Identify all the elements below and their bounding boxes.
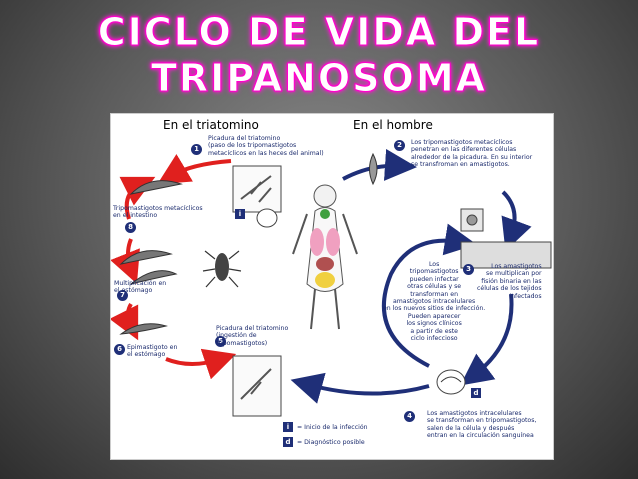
step-3-badge: 3 xyxy=(463,264,474,275)
arrow-1-to-8 xyxy=(157,154,232,185)
parasite-top-right xyxy=(369,152,378,186)
step-1-text: Picadura del triatomino (paso de los tri… xyxy=(208,135,324,157)
triatomine-bug-illustration xyxy=(202,250,242,288)
page-title-line-2: TRIPANOSOMA xyxy=(150,56,488,101)
reinfection-text: Los tripomastigotos pueden infectar otra… xyxy=(383,261,486,343)
infection-start-marker: i xyxy=(235,209,245,219)
step-7-badge: 7 xyxy=(117,290,128,301)
step-7-text: Multiplicación en el estómago xyxy=(114,280,167,295)
metacyclic-left xyxy=(119,250,178,285)
diagnostic-marker: d xyxy=(471,388,481,398)
step-5-text: Picadura del triatomino (ingestión de tr… xyxy=(216,325,289,347)
arrow-8-to-7 xyxy=(111,238,140,284)
page-title-line-1: CICLO DE VIDA DEL xyxy=(97,10,541,55)
trypomastigote-left xyxy=(129,180,183,195)
step-4-badge: 4 xyxy=(404,411,415,422)
header-human: En el hombre xyxy=(353,118,433,132)
legend-diagnostic-text: = Diagnóstico posible xyxy=(297,439,365,446)
step-5-badge: 5 xyxy=(215,336,226,347)
arrow-4-to-3-loop xyxy=(382,223,477,368)
step-1-badge: 1 xyxy=(191,144,202,155)
step-8-badge: 8 xyxy=(125,222,136,233)
arrow-5-to-8 xyxy=(119,176,156,220)
arrow-7-to-6 xyxy=(111,302,139,341)
life-cycle-diagram: En el triatomino En el hombre 1 Picadura… xyxy=(110,113,554,460)
arrow-6-to-5 xyxy=(165,348,237,380)
arrow-4-to-5 xyxy=(290,372,430,404)
step-2-text: Los tripomastigotos metacíclicos penetra… xyxy=(411,139,533,169)
legend-infection-text: = Inicio de la infección xyxy=(297,424,368,431)
step-4-text: Los amastigotos intracelulares se transf… xyxy=(427,410,537,440)
step-2-badge: 2 xyxy=(394,140,405,151)
amastigote-cell xyxy=(460,208,484,232)
infected-tissue xyxy=(460,241,552,269)
human-body-illustration xyxy=(292,184,358,330)
legend-infection-icon: i xyxy=(283,422,293,432)
header-triatomine: En el triatomino xyxy=(163,118,259,132)
legend-diagnostic-icon: d xyxy=(283,437,293,447)
step-3-text: Los amastigotos se multiplican por fisió… xyxy=(477,263,542,300)
bug-biting-image-top xyxy=(232,165,282,213)
arrow-2-to-3 xyxy=(501,190,532,252)
infection-site-image xyxy=(256,208,278,228)
step-8-text: Tripomastigotos metacíclicos en el intes… xyxy=(113,205,203,220)
step-6-badge: 6 xyxy=(114,344,125,355)
arrow-3-to-4 xyxy=(460,293,514,386)
diagram-graphics xyxy=(111,148,552,417)
epimastigote-left xyxy=(119,323,168,335)
blood-trypomastigote xyxy=(436,369,466,395)
step-6-text: Epimastigoto en el estómago xyxy=(127,344,178,359)
